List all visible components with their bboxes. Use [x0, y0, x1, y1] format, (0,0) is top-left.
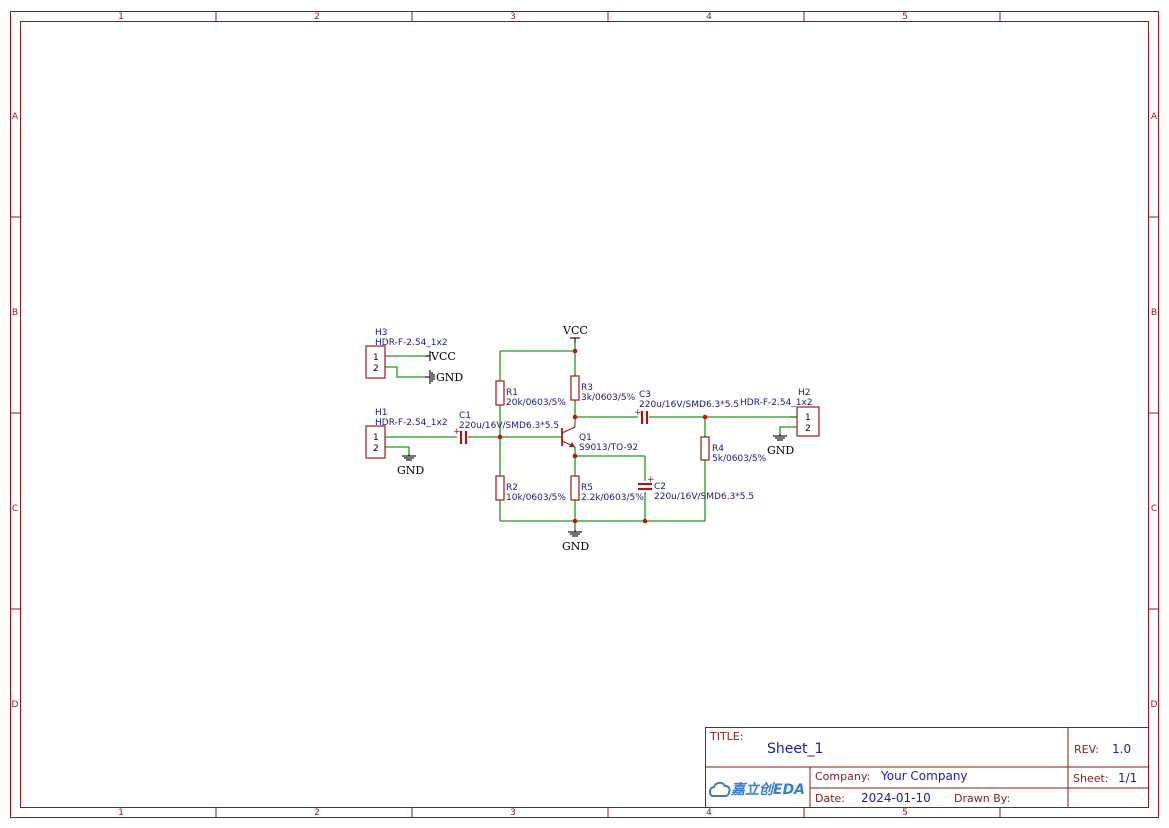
r5-ref: R5: [581, 483, 593, 493]
logo-text: 嘉立创EDA: [730, 781, 805, 798]
r4-ref: R4: [712, 444, 724, 454]
company-key: Company:: [815, 770, 870, 783]
gnd-symbol-h3: GND: [425, 370, 463, 384]
c2-plus: +: [647, 475, 655, 485]
inner-frame: [20, 21, 1149, 808]
resistor-r5[interactable]: R5 2.2k/0603/5%: [570, 475, 644, 503]
zone-row-left-b: B: [12, 308, 18, 318]
h3-pin2: 2: [373, 364, 379, 374]
zone-row-right-a: A: [1151, 112, 1158, 122]
h3-value: HDR-F-2.54_1x2: [375, 338, 448, 348]
zone-row-right-b: B: [1151, 308, 1157, 318]
h1-pin1: 1: [373, 433, 379, 443]
r1-value: 20k/0603/5%: [506, 398, 566, 408]
gnd-symbol-h1: GND: [397, 454, 424, 477]
r5-value: 2.2k/0603/5%: [581, 493, 644, 503]
h3-ref: H3: [375, 328, 388, 338]
capacitor-c3[interactable]: + C3 220u/16V/SMD6.3*5.5: [634, 390, 739, 424]
c1-value: 220u/16V/SMD6.3*5.5: [459, 421, 559, 431]
r4-value: 5k/0603/5%: [712, 454, 767, 464]
vcc-h3-label: VCC: [430, 350, 456, 363]
cloud-icon: [708, 781, 731, 797]
logo: 嘉立创EDA: [708, 781, 805, 798]
h2-value: HDR-F-2.54_1x2: [740, 398, 813, 408]
c3-ref: C3: [639, 390, 651, 400]
company-value: Your Company: [880, 769, 968, 783]
sheet-title: Sheet_1: [767, 741, 823, 757]
resistor-r4[interactable]: R4 5k/0603/5%: [700, 436, 767, 464]
h2-pin1: 1: [805, 413, 811, 423]
zone-row-right-d: D: [1151, 700, 1158, 710]
date-value: 2024-01-10: [861, 791, 931, 805]
vcc-symbol-top: VCC: [562, 324, 588, 343]
r2-value: 10k/0603/5%: [506, 493, 566, 503]
header-h3[interactable]: 1 2 H3 HDR-F-2.54_1x2: [365, 328, 448, 379]
resistor-r2[interactable]: R2 10k/0603/5%: [495, 475, 566, 503]
gnd-symbol-h2: GND: [767, 434, 794, 457]
r3-ref: R3: [581, 383, 593, 393]
vcc-top-label: VCC: [562, 324, 588, 337]
zone-col-top-2: 2: [314, 12, 320, 22]
zone-col-top-5: 5: [902, 12, 908, 22]
c2-ref: C2: [654, 482, 666, 492]
zone-col-top-4: 4: [706, 12, 712, 22]
capacitor-c1[interactable]: + C1 220u/16V/SMD6.3*5.5: [453, 411, 559, 444]
sheet-key: Sheet:: [1073, 772, 1109, 785]
zone-col-bottom-4: 4: [706, 808, 712, 818]
q1-value: S9013/TO-92: [579, 443, 638, 453]
drawn-by-key: Drawn By:: [954, 792, 1010, 805]
zone-col-bottom-3: 3: [510, 808, 516, 818]
gnd-symbol-main: GND: [562, 530, 589, 553]
header-h2[interactable]: 1 2 H2 HDR-F-2.54_1x2: [740, 388, 820, 437]
q1-ref: Q1: [579, 433, 592, 443]
zone-ticks: [10, 11, 1158, 817]
c3-value: 220u/16V/SMD6.3*5.5: [639, 400, 739, 410]
h1-value: HDR-F-2.54_1x2: [375, 418, 448, 428]
gnd-main-label: GND: [562, 540, 589, 553]
gnd-h2-label: GND: [767, 444, 794, 457]
date-key: Date:: [815, 792, 845, 805]
zone-row-left-c: C: [12, 504, 18, 514]
junctions: [497, 348, 708, 524]
resistor-r1[interactable]: R1 20k/0603/5%: [495, 380, 566, 408]
h3-pin1: 1: [373, 353, 379, 363]
transistor-q1[interactable]: Q1 S9013/TO-92: [561, 426, 638, 453]
zone-col-top-1: 1: [118, 12, 124, 22]
zone-row-left-d: D: [12, 700, 19, 710]
vcc-symbol-h3: VCC: [425, 350, 456, 363]
sheet-value: 1/1: [1118, 771, 1137, 785]
header-h1[interactable]: 1 2 H1 HDR-F-2.54_1x2: [365, 408, 448, 459]
title-block: TITLE: Sheet_1 REV: 1.0 Company: Your Co…: [705, 727, 1149, 808]
title-key: TITLE:: [709, 730, 743, 743]
gnd-h3-label: GND: [436, 371, 463, 384]
c2-value: 220u/16V/SMD6.3*5.5: [654, 492, 754, 502]
r3-value: 3k/0603/5%: [581, 393, 636, 403]
zone-row-right-c: C: [1151, 504, 1157, 514]
capacitor-c2[interactable]: + C2 220u/16V/SMD6.3*5.5: [638, 475, 754, 502]
outer-frame: [10, 11, 1159, 818]
zone-row-left-a: A: [12, 112, 19, 122]
c1-ref: C1: [459, 411, 471, 421]
zone-col-bottom-1: 1: [118, 808, 124, 818]
wires: [385, 343, 797, 530]
c3-plus: +: [634, 408, 642, 418]
emitter-arrow-icon: [569, 442, 575, 447]
rev-key: REV:: [1074, 743, 1099, 756]
h2-ref: H2: [798, 388, 811, 398]
h1-ref: H1: [375, 408, 388, 418]
zone-col-bottom-5: 5: [902, 808, 908, 818]
h1-pin2: 2: [373, 444, 379, 454]
zone-col-bottom-2: 2: [314, 808, 320, 818]
c1-plus: +: [453, 427, 461, 437]
r1-ref: R1: [506, 388, 518, 398]
rev-value: 1.0: [1112, 742, 1131, 756]
h2-pin2: 2: [805, 424, 811, 434]
zone-col-top-3: 3: [510, 12, 516, 22]
gnd-h1-label: GND: [397, 464, 424, 477]
resistor-r3[interactable]: R3 3k/0603/5%: [570, 375, 636, 403]
r2-ref: R2: [506, 483, 518, 493]
